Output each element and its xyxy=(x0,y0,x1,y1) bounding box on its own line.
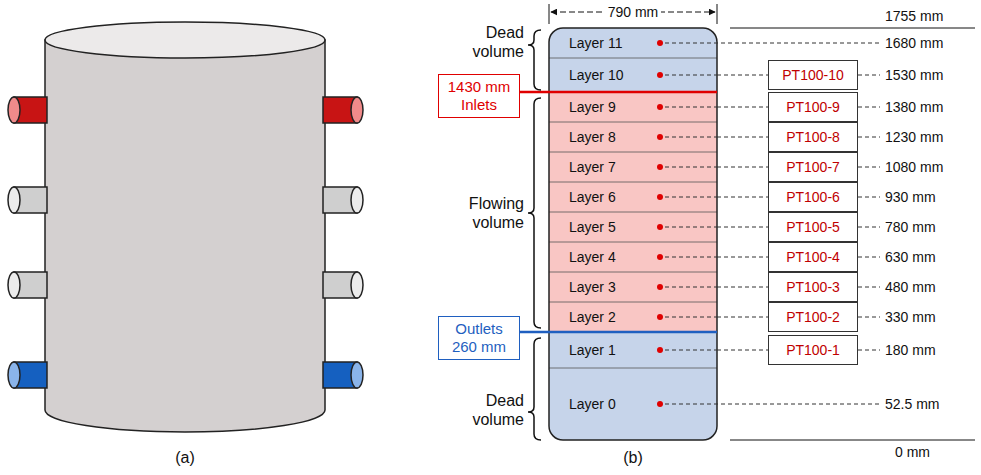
sensor-leader xyxy=(717,227,768,228)
layer-label: Layer 6 xyxy=(549,189,616,205)
layer-label: Layer 3 xyxy=(549,279,616,295)
tank-layer: Layer 5 xyxy=(549,212,717,242)
port-label: Outlets 260 mm xyxy=(444,320,514,356)
sensor-box: PT100-8 xyxy=(768,122,858,152)
tank-layer: Layer 6 xyxy=(549,182,717,212)
sensor-box: PT100-2 xyxy=(768,302,858,332)
sensor-box: PT100-5 xyxy=(768,212,858,242)
sensor-leader xyxy=(717,257,768,258)
sensor-leader xyxy=(717,350,768,351)
region-label: (a) xyxy=(175,448,195,467)
sensor-label: PT100-3 xyxy=(786,279,840,295)
sensor-label: PT100-8 xyxy=(786,129,840,145)
sensor-box: PT100-1 xyxy=(768,335,858,365)
dimension-label: 630 mm xyxy=(885,249,936,265)
tank-layer: Layer 11 xyxy=(549,28,717,58)
tank-layer: Layer 1 xyxy=(549,332,717,368)
sensor-leader xyxy=(717,317,768,318)
dimension-label: 1380 mm xyxy=(885,99,943,115)
tank-layer: Layer 2 xyxy=(549,302,717,332)
region-label: (b) xyxy=(623,448,643,467)
sensor-label: PT100-7 xyxy=(786,159,840,175)
sensor-box: PT100-3 xyxy=(768,272,858,302)
sensor-label: PT100-6 xyxy=(786,189,840,205)
sensor-leader xyxy=(717,137,768,138)
inlet-line xyxy=(520,91,717,94)
dimension-label: 330 mm xyxy=(885,309,936,325)
tank-layer: Layer 3 xyxy=(549,272,717,302)
sensor-label: PT100-1 xyxy=(786,342,840,358)
sensor-label: PT100-4 xyxy=(786,249,840,265)
layer-label: Layer 7 xyxy=(549,159,616,175)
sensor-leader xyxy=(717,197,768,198)
sensor-box: PT100-7 xyxy=(768,152,858,182)
layer-label: Layer 5 xyxy=(549,219,616,235)
region-label: Dead volume xyxy=(444,391,524,429)
layer-label: Layer 2 xyxy=(549,309,616,325)
sensor-leader xyxy=(717,75,768,76)
tank-layer: Layer 0 xyxy=(549,368,717,440)
dimension-label: 180 mm xyxy=(885,342,936,358)
outlet-line xyxy=(520,331,717,334)
tank-layer: Layer 7 xyxy=(549,152,717,182)
sensor-label: PT100-2 xyxy=(786,309,840,325)
sensor-leader xyxy=(717,287,768,288)
dimension-lines xyxy=(549,4,975,440)
region-label: Flowing volume xyxy=(444,194,524,232)
dimension-label: 1080 mm xyxy=(885,159,943,175)
sensor-label: PT100-9 xyxy=(786,99,840,115)
sensor-box: PT100-10 xyxy=(768,60,858,90)
tank-layer: Layer 9 xyxy=(549,92,717,122)
sensor-dots xyxy=(657,40,663,407)
dimension-label: 1530 mm xyxy=(885,67,943,83)
dimension-label: 930 mm xyxy=(885,189,936,205)
leader-dashes xyxy=(665,43,880,404)
dimension-label: 1230 mm xyxy=(885,129,943,145)
sensor-label: PT100-5 xyxy=(786,219,840,235)
sensor-leader xyxy=(717,107,768,108)
tank-cylinder xyxy=(8,22,363,432)
layer-label: Layer 8 xyxy=(549,129,616,145)
tank-layer: Layer 10 xyxy=(549,58,717,92)
sensor-leader xyxy=(717,167,768,168)
dimension-label: 52.5 mm xyxy=(885,396,939,412)
layer-label: Layer 4 xyxy=(549,249,616,265)
region-label: Dead volume xyxy=(444,23,524,61)
layer-label: Layer 10 xyxy=(549,67,623,83)
tank-layer: Layer 4 xyxy=(549,242,717,272)
tank-layers xyxy=(549,28,717,440)
layer-label: Layer 11 xyxy=(549,35,622,51)
tank-outline xyxy=(549,28,717,440)
dimension-label: 780 mm xyxy=(885,219,936,235)
dimension-label: 1680 mm xyxy=(885,35,943,51)
sensor-box: PT100-4 xyxy=(768,242,858,272)
port-callout: Outlets 260 mm xyxy=(438,316,520,360)
port-callout: 1430 mm Inlets xyxy=(438,74,520,118)
tank-layer: Layer 8 xyxy=(549,122,717,152)
sensor-box: PT100-9 xyxy=(768,92,858,122)
dimension-label: 0 mm xyxy=(895,444,930,460)
port-label: 1430 mm Inlets xyxy=(444,78,514,114)
layer-label: Layer 9 xyxy=(549,99,616,115)
layer-label: Layer 0 xyxy=(549,396,616,412)
braces xyxy=(528,30,541,440)
dimension-label: 790 mm xyxy=(605,4,662,20)
sensor-label: PT100-10 xyxy=(782,67,843,83)
sensor-box: PT100-6 xyxy=(768,182,858,212)
dimension-label: 1755 mm xyxy=(885,8,943,24)
layer-label: Layer 1 xyxy=(549,342,616,358)
dimension-label: 480 mm xyxy=(885,279,936,295)
